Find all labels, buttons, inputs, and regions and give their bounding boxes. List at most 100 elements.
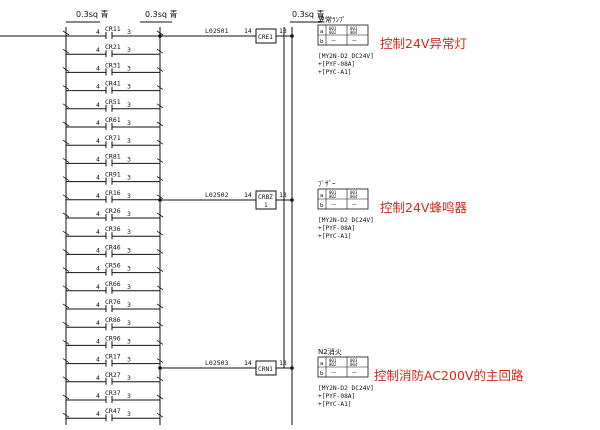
junction-mark-left <box>62 30 70 36</box>
relay-spec-line: +[PYC-A1] <box>318 401 352 408</box>
contact-terminal-out: 3 <box>127 83 131 91</box>
junction-mark-left <box>62 230 70 236</box>
junction-mark-right <box>156 358 164 363</box>
coil-label: CRBZ <box>258 194 273 201</box>
junction-mark-right <box>156 394 164 400</box>
contact-terminal-in: 4 <box>96 319 100 327</box>
coil-pin-in: 14 <box>244 359 252 367</box>
junction-mark-right <box>156 139 164 145</box>
table-cell-empty: — <box>331 38 336 44</box>
junction-mark-right <box>156 103 164 109</box>
junction-mark-left <box>62 394 70 400</box>
junction-mark-left <box>62 340 70 345</box>
junction-mark-right <box>156 194 164 200</box>
junction-mark-left <box>62 303 70 309</box>
contact-terminal-in: 4 <box>96 301 100 309</box>
contact-label: CR31 <box>105 61 121 69</box>
table-cell: 004 <box>350 362 358 367</box>
table-cell: 004 <box>350 194 358 199</box>
table-row-a: a <box>320 361 323 367</box>
contact-terminal-in: 4 <box>96 28 100 36</box>
contact-terminal-out: 3 <box>127 356 131 364</box>
junction-mark-left <box>62 139 70 145</box>
relay-spec-line: [MY2N-D2 DC24V] <box>318 217 374 224</box>
table-cell-empty: — <box>352 38 357 44</box>
contact-terminal-out: 3 <box>127 46 131 54</box>
junction-mark-right <box>156 212 164 218</box>
device-name: N2消火 <box>318 347 342 356</box>
junction-mark-right <box>156 321 164 327</box>
contact-label: CR26 <box>105 207 121 215</box>
contact-terminal-in: 4 <box>96 137 100 145</box>
contact-terminal-out: 3 <box>127 119 131 127</box>
contact-label: CR11 <box>105 25 121 33</box>
relay-spec-line: [MY2N-D2 DC24V] <box>318 53 374 60</box>
junction-mark-left <box>62 103 70 109</box>
contact-terminal-out: 3 <box>127 174 131 182</box>
contact-label: CR51 <box>105 98 121 106</box>
junction-mark-left <box>62 267 70 272</box>
junction-mark-right <box>156 30 164 36</box>
contact-label: CR36 <box>105 225 121 233</box>
contact-label: CR81 <box>105 152 121 160</box>
annotation-text: 控制消防AC200V的主回路 <box>374 368 524 383</box>
table-row-b: b <box>320 203 324 209</box>
junction-mark-right <box>156 67 164 72</box>
wire-number: L02501 <box>205 27 229 35</box>
coil-sublabel: 1 <box>264 202 268 209</box>
contact-terminal-out: 3 <box>127 228 131 236</box>
device-name: 異常ﾗﾝﾌﾟ <box>318 15 346 24</box>
table-cell: 002 <box>329 194 337 199</box>
contact-label: CR27 <box>105 371 121 379</box>
coil-pin-out: 13 <box>279 191 287 199</box>
contact-cr36: 4 CR36 3 <box>62 225 164 240</box>
junction-mark-right <box>156 376 164 382</box>
junction-mark-left <box>62 249 70 254</box>
wire-number: L02503 <box>205 359 229 367</box>
bus-junction-dot <box>290 366 294 370</box>
contact-terminal-in: 4 <box>96 392 100 400</box>
junction-mark-left <box>62 412 70 418</box>
relay-spec-line: +[PYC-A1] <box>318 233 352 240</box>
junction-mark-right <box>156 267 164 272</box>
relay-spec-line: +[PYC-A1] <box>318 69 352 76</box>
table-cell: 003 <box>350 26 358 31</box>
coil-pin-out: 13 <box>279 359 287 367</box>
contact-terminal-in: 4 <box>96 210 100 218</box>
annotation-text: 控制24V蜂鸣器 <box>380 200 467 215</box>
relay-spec-line: +[PYF-08A] <box>318 61 355 68</box>
contact-label: CR66 <box>105 280 121 288</box>
contact-terminal-in: 4 <box>96 228 100 236</box>
table-row-a: a <box>320 29 323 35</box>
contact-label: CR71 <box>105 134 121 142</box>
contact-terminal-in: 4 <box>96 410 100 418</box>
bus-junction-dot <box>290 198 294 202</box>
relay-spec-line: +[PYF-08A] <box>318 225 355 232</box>
contact-label: CR21 <box>105 43 121 51</box>
contact-terminal-in: 4 <box>96 155 100 163</box>
contact-terminal-out: 3 <box>127 101 131 109</box>
contact-label: CR37 <box>105 389 121 397</box>
table-cell-empty: — <box>352 370 357 376</box>
junction-mark-right <box>156 230 164 236</box>
contact-label: CR76 <box>105 298 121 306</box>
relay-spec-line: [MY2N-D2 DC24V] <box>318 385 374 392</box>
contact-terminal-in: 4 <box>96 119 100 127</box>
contact-label: CR17 <box>105 353 121 361</box>
relay-spec-line: +[PYF-08A] <box>318 393 355 400</box>
